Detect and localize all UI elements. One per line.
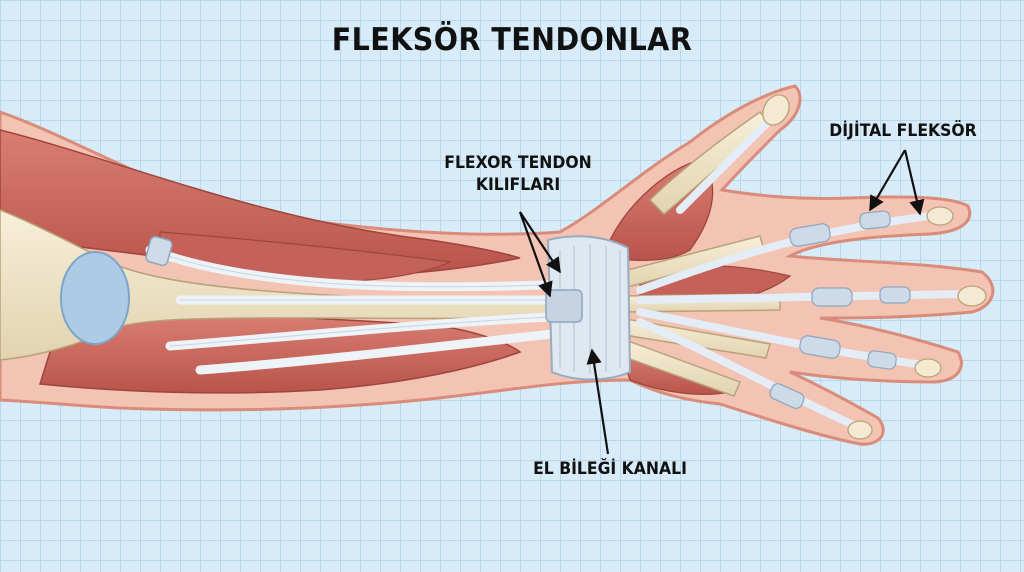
label-line: KILIFLARI: [475, 175, 561, 195]
tendon-sheath-wrist: [545, 289, 583, 323]
annotation-arrows: [518, 149, 925, 455]
label-flexor-tendon-sheaths: FLEXOR TENDON KILIFLARI: [417, 152, 619, 196]
fingertips: [762, 94, 987, 440]
diagram-title: FLEKSÖR TENDONLAR: [331, 22, 693, 58]
digital-sheaths: [769, 210, 911, 409]
carpal-tunnel-band: [546, 235, 632, 381]
elbow-joint: [60, 251, 130, 345]
label-line: FLEXOR TENDON: [444, 153, 592, 173]
tendon-sheath-ring: [145, 235, 173, 267]
label-digital-flexor: DİJİTAL FLEKSÖR: [829, 121, 977, 141]
label-carpal-tunnel: EL BİLEĞİ KANALI: [533, 459, 687, 479]
